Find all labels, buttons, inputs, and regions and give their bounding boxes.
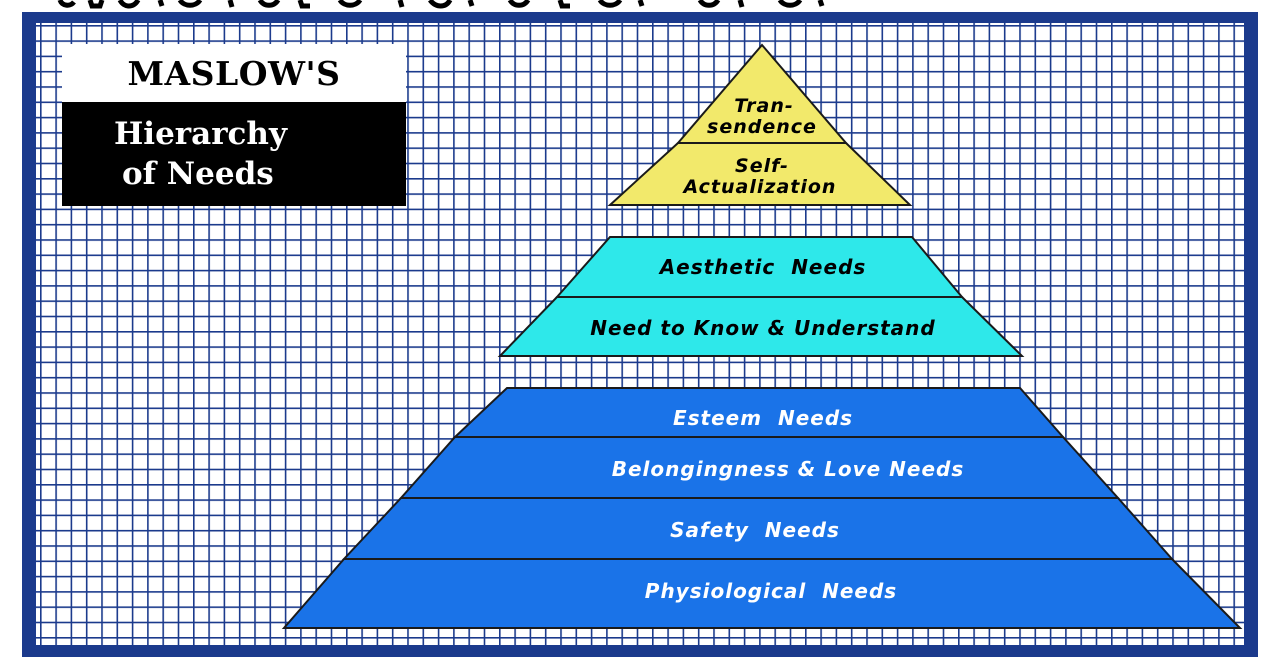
physiological-label: Physiological Needs [645, 579, 897, 603]
self-actualization-label-1: Self- [735, 155, 789, 177]
safety-label: Safety Needs [670, 518, 840, 542]
legend-title: MASLOW'S [62, 44, 406, 102]
aesthetic-label: Aesthetic Needs [658, 255, 867, 279]
tier-group-base: Esteem Needs Belongingness & Love Needs … [281, 387, 1243, 629]
transcendence-label-2: sendence [707, 116, 817, 138]
tier-group-top: Tran- sendence Self- Actualization [607, 43, 913, 206]
belongingness-label: Belongingness & Love Needs [612, 457, 964, 481]
transcendence-label-1: Tran- [734, 95, 793, 117]
legend-subtitle-line1: Hierarchy [114, 116, 287, 152]
legend-subtitle: Hierarchy of Needs [62, 102, 406, 206]
esteem-label: Esteem Needs [673, 406, 853, 430]
tier-group-middle: Aesthetic Needs Need to Know & Understan… [497, 236, 1025, 357]
know-understand-label: Need to Know & Understand [590, 316, 935, 340]
know-understand-section [497, 296, 1025, 357]
self-actualization-section [607, 142, 913, 206]
physiological-section [281, 558, 1243, 629]
clipped-heading [0, 0, 1280, 9]
self-actualization-label-2: Actualization [682, 176, 837, 198]
legend-subtitle-line2: of Needs [122, 156, 274, 192]
